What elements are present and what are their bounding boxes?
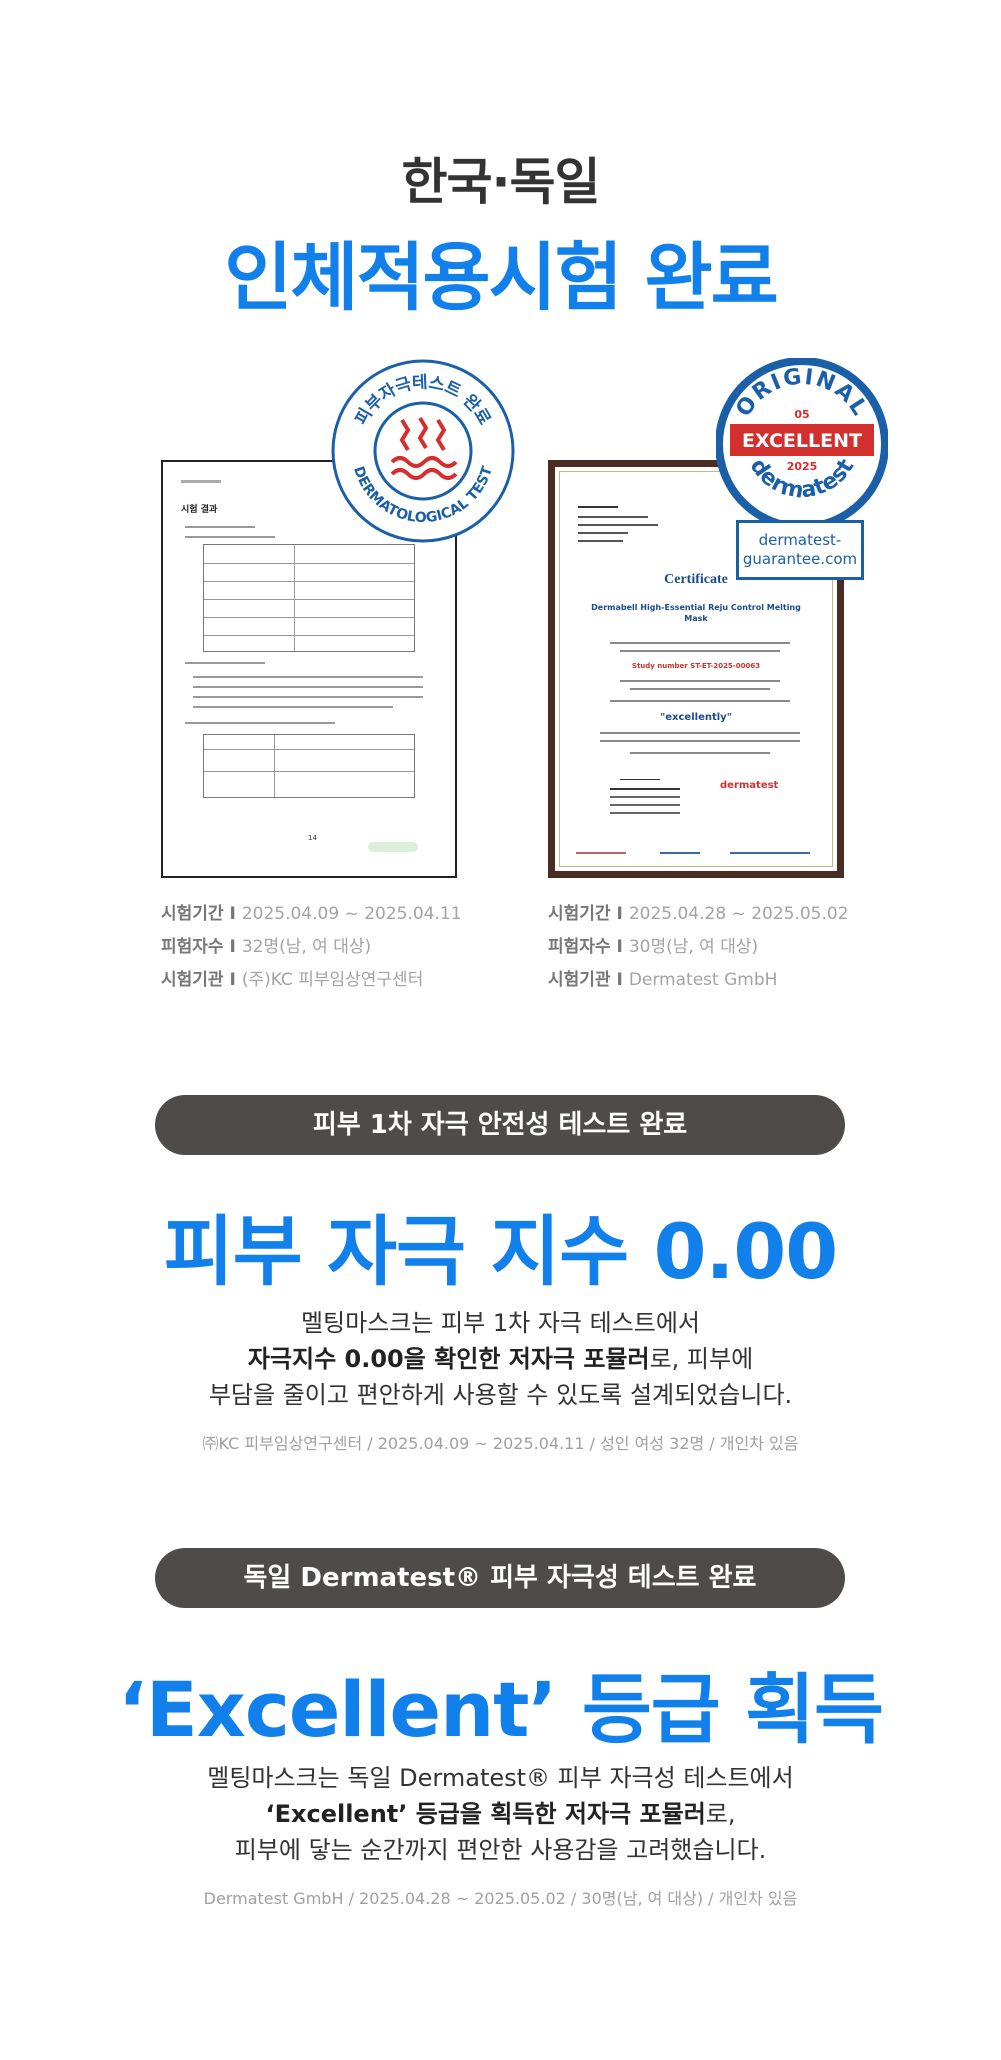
page-subtitle: 한국·독일 <box>401 153 601 211</box>
dermatest-guarantee-url: dermatest- guarantee.com <box>736 520 864 580</box>
section1-description: 멜팅마스크는 피부 1차 자극 테스트에서 자극지수 0.00을 확인한 저자극… <box>208 1309 793 1409</box>
page-title: 인체적용시험 완료 <box>224 235 778 321</box>
certificate-study-number: Study number ST-ET-2025-00063 <box>631 662 761 670</box>
doc-heading: 시험 결과 <box>181 505 218 515</box>
dermatest-excellent-badge-icon: ORIGINAL 05 EXCELLENT 2025 dermatest <box>716 358 888 530</box>
certificate-product: Dermabell High-Essential Reju Control Me… <box>591 603 801 623</box>
section1-pill-label: 피부 1차 자극 안전성 테스트 완료 <box>155 1095 845 1155</box>
section2-headline: ‘Excellent’ 등급 획득 <box>118 1665 884 1754</box>
certificate-title: Certificate <box>664 572 728 587</box>
doc-page-number: 14 <box>308 834 317 842</box>
signature-icon <box>620 764 660 780</box>
certificate-rating: "excellently" <box>660 712 732 723</box>
svg-text:2025: 2025 <box>787 460 818 473</box>
dermatest-logo: dermatest <box>720 780 779 791</box>
section2-note: Dermatest GmbH / 2025.04.28 ~ 2025.05.02… <box>203 1889 798 1908</box>
doc-table <box>203 544 415 652</box>
section1-headline: 피부 자극 지수 0.00 <box>163 1207 838 1296</box>
dermatological-test-badge-icon: 피부자극테스트 완료 DERMATOLOGICAL TEST <box>331 359 515 543</box>
section2-pill-label: 독일 Dermatest® 피부 자극성 테스트 완료 <box>155 1548 845 1608</box>
kc-logo-icon <box>368 842 418 852</box>
svg-text:EXCELLENT: EXCELLENT <box>742 430 862 452</box>
section2-description: 멜팅마스크는 독일 Dermatest® 피부 자극성 테스트에서 ‘Excel… <box>207 1764 794 1864</box>
section1-note: ㈜KC 피부임상연구센터 / 2025.04.09 ~ 2025.04.11 /… <box>202 1434 799 1453</box>
svg-text:05: 05 <box>794 408 809 421</box>
